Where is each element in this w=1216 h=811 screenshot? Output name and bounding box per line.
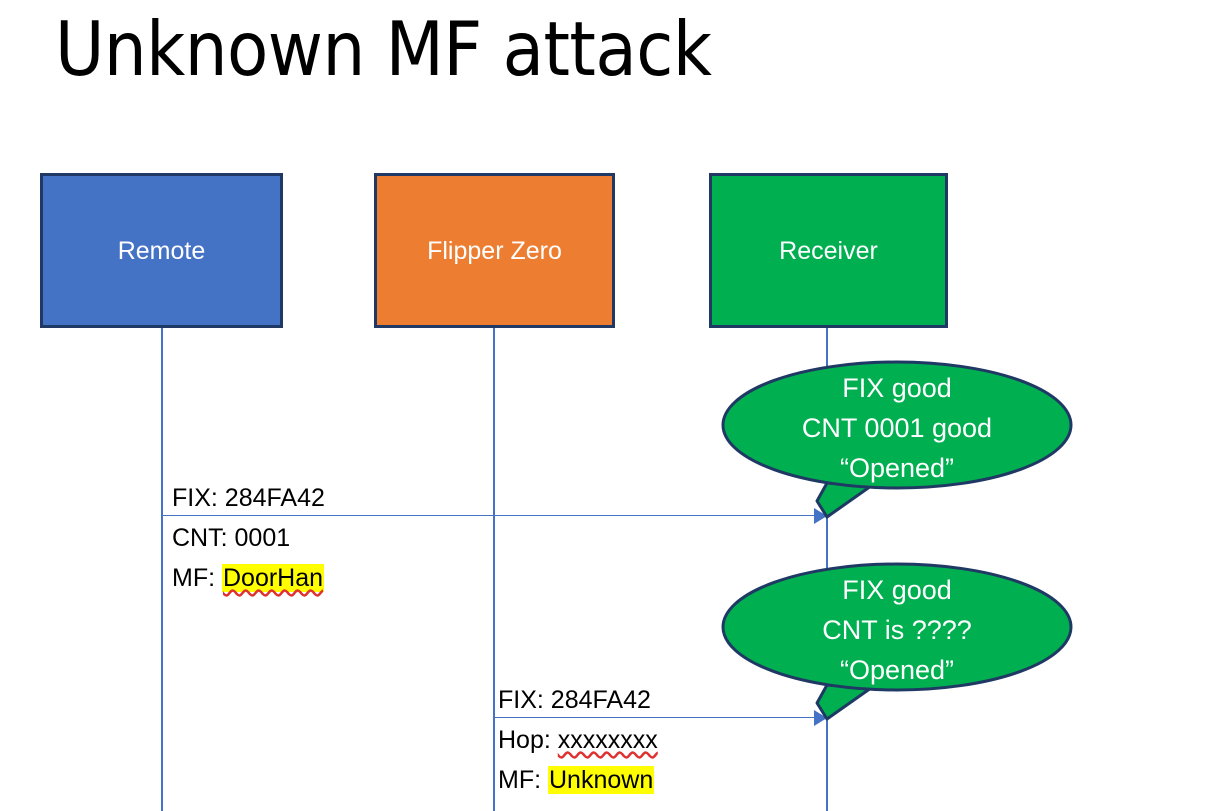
message-label-1: FIX: 284FA42 CNT: 0001 MF: DoorHan — [172, 478, 325, 598]
message-label-1-line-3: MF: DoorHan — [172, 558, 325, 598]
speech-bubble-2[interactable]: FIX good CNT is ???? “Opened” — [721, 562, 1073, 721]
actor-box-receiver[interactable]: Receiver — [709, 173, 948, 328]
field-value: 284FA42 — [550, 686, 651, 714]
actor-label-remote: Remote — [117, 236, 206, 265]
field-value-highlighted: Unknown — [548, 766, 655, 794]
message-label-2-line-3: MF: Unknown — [498, 760, 658, 800]
speech-bubble-1-text: FIX good CNT 0001 good “Opened” — [721, 368, 1073, 488]
bubble-2-line-3: “Opened” — [839, 655, 955, 685]
speech-bubble-shape-1 — [721, 360, 1073, 519]
actor-label-flipper: Flipper Zero — [427, 236, 562, 265]
field-value-highlighted: DoorHan — [222, 564, 325, 592]
message-arrow-line-2 — [494, 717, 820, 718]
message-label-1-line-1: FIX: 284FA42 — [172, 478, 325, 518]
message-label-1-line-2: CNT: 0001 — [172, 518, 325, 558]
bubble-1-line-1: FIX good — [842, 373, 952, 403]
field-value: 0001 — [234, 524, 291, 552]
lifeline-remote — [161, 325, 163, 811]
message-label-2: FIX: 284FA42 Hop: xxxxxxxx MF: Unknown — [498, 680, 658, 800]
bubble-2-line-1: FIX good — [842, 575, 952, 605]
field-key: FIX: — [498, 686, 544, 714]
field-value: 284FA42 — [224, 484, 325, 512]
speech-bubble-2-text: FIX good CNT is ???? “Opened” — [721, 570, 1073, 690]
field-key: Hop: — [498, 726, 551, 754]
message-arrow-line-1 — [162, 515, 820, 516]
message-label-2-line-2: Hop: xxxxxxxx — [498, 720, 658, 760]
bubble-1-line-3: “Opened” — [839, 453, 955, 483]
bubble-2-line-2: CNT is ???? — [822, 615, 972, 645]
speech-bubble-1[interactable]: FIX good CNT 0001 good “Opened” — [721, 360, 1073, 519]
speech-bubble-shape-2 — [721, 562, 1073, 721]
field-key: CNT: — [172, 524, 228, 552]
field-key: FIX: — [172, 484, 218, 512]
field-key: MF: — [498, 766, 542, 794]
actor-box-remote[interactable]: Remote — [40, 173, 283, 328]
field-value: xxxxxxxx — [557, 726, 658, 754]
lifeline-flipper — [493, 325, 495, 811]
bubble-1-line-2: CNT 0001 good — [801, 413, 993, 443]
actor-box-flipper[interactable]: Flipper Zero — [374, 173, 615, 328]
field-key: MF: — [172, 564, 216, 592]
page-title: Unknown MF attack — [55, 5, 712, 93]
message-label-2-line-1: FIX: 284FA42 — [498, 680, 658, 720]
actor-label-receiver: Receiver — [779, 236, 878, 265]
